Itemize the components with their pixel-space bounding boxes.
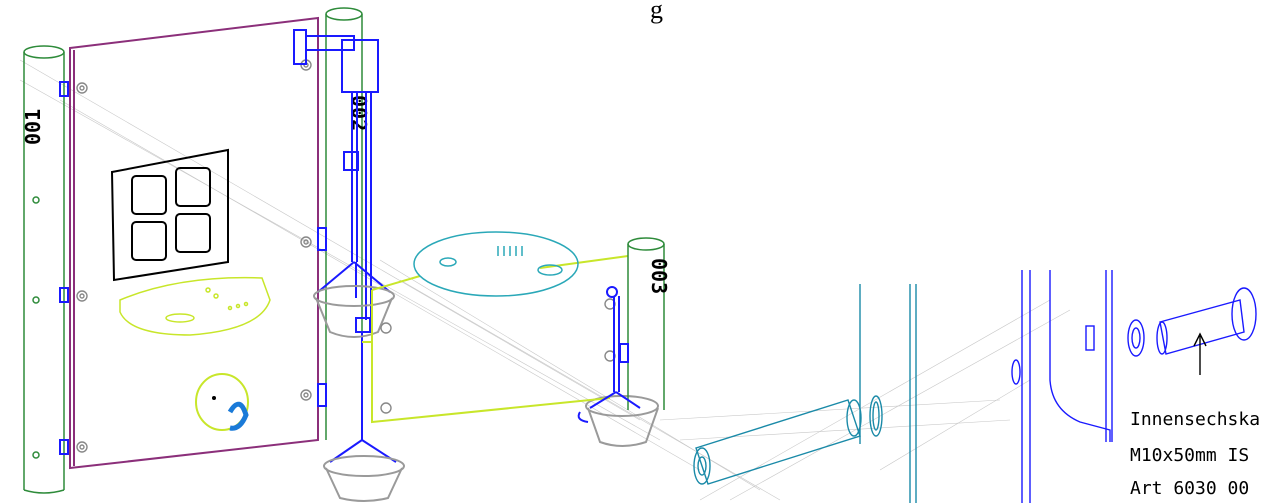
- bucket-1: [313, 285, 395, 338]
- post-label-003: 003: [647, 258, 671, 294]
- climbing-panel: [69, 16, 319, 470]
- note-line-1: Innensechskant: [1130, 409, 1261, 430]
- round-table: [413, 231, 579, 297]
- steering-wheel: [195, 373, 249, 431]
- post-002-hinges: [317, 227, 327, 407]
- post-003-parts: [577, 286, 641, 423]
- note-line-2: M10x50mm IS: [1130, 445, 1249, 466]
- post-002-bolts: [380, 322, 392, 414]
- panel-shelf: [119, 276, 271, 336]
- detail-note: Innensechskant M10x50mm IS Art 6030 00 0…: [1130, 409, 1261, 499]
- post-001: [23, 45, 65, 494]
- panel-hinges: [59, 81, 69, 455]
- top-caption-fragment: g: [650, 0, 663, 24]
- post-label-002: 002: [347, 95, 371, 131]
- post-003: [627, 237, 665, 410]
- detail-pin: [693, 284, 917, 503]
- bucket-2: [323, 455, 405, 502]
- panel-window-grid: [110, 148, 229, 282]
- note-line-3: Art 6030 00 08: [1130, 478, 1261, 499]
- platform-frame: [362, 255, 629, 424]
- detail-bolt: [1011, 270, 1257, 503]
- construction-lines: [19, 59, 1071, 501]
- post-label-001: 001: [21, 109, 45, 145]
- panel-bolts: [76, 59, 312, 453]
- rope-hardware: [293, 29, 397, 463]
